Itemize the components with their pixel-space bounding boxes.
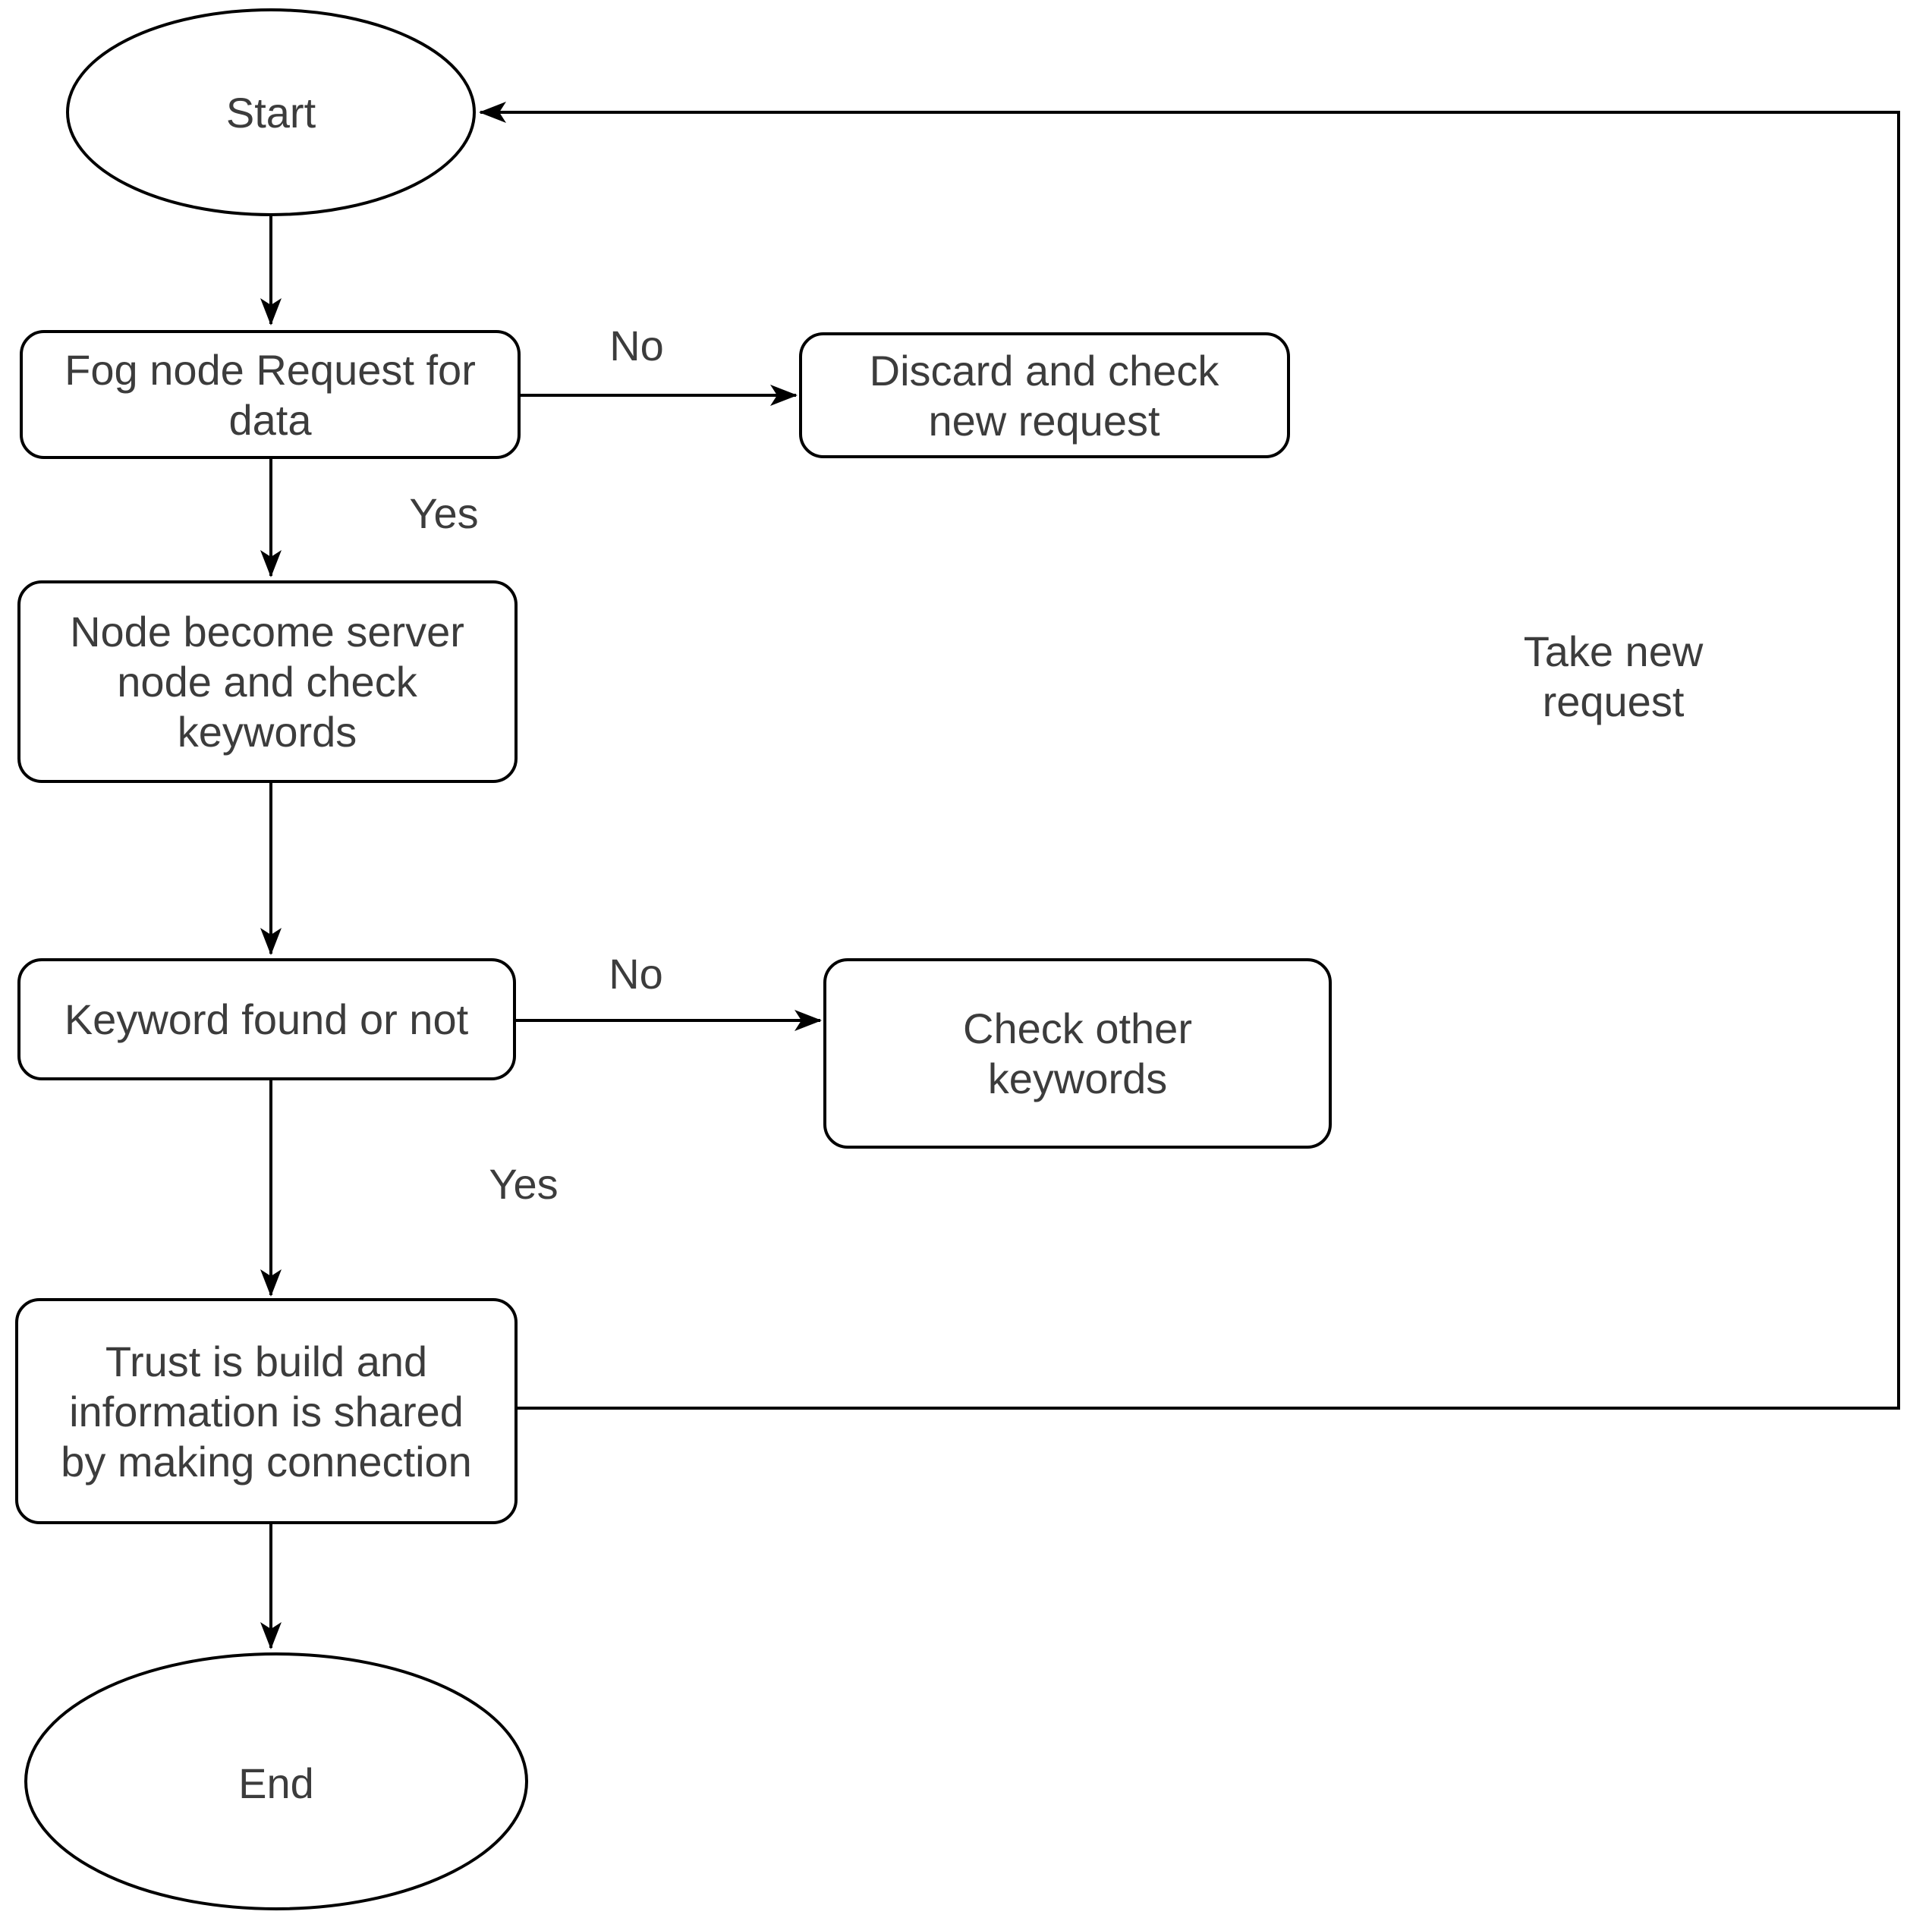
- edge-take-new-request-loop: [479, 102, 1900, 1410]
- edge-label-yes-server: Yes: [409, 489, 478, 537]
- svg-text:Node become server: Node become server: [70, 608, 464, 656]
- discard-check-box: [799, 332, 1290, 458]
- node-discard-check: Discard and check new request: [799, 332, 1290, 458]
- check-other-keywords-box: [823, 958, 1332, 1149]
- svg-text:Keyword found or not: Keyword found or not: [65, 995, 469, 1043]
- svg-text:node and check: node and check: [117, 658, 417, 706]
- keyword-found-box: [17, 958, 516, 1080]
- svg-text:new request: new request: [928, 397, 1160, 445]
- edge-label-no-discard: No: [609, 322, 664, 369]
- edge-label-yes-trust: Yes: [489, 1160, 558, 1208]
- trust-build-box: [15, 1298, 518, 1524]
- svg-text:data: data: [229, 396, 313, 444]
- node-fog-node-request: Fog node Request for data: [20, 330, 521, 459]
- end-label: End: [238, 1759, 314, 1807]
- node-become-server: Node become server node and check keywor…: [17, 580, 518, 783]
- edge-labels: No Yes No Yes Take new request: [409, 322, 1704, 1208]
- become-server-box: [17, 580, 518, 783]
- start-label: Start: [226, 89, 316, 137]
- svg-text:Discard and check: Discard and check: [870, 347, 1220, 395]
- edge-label-no-other-keywords: No: [609, 950, 663, 998]
- svg-text:by making connection: by making connection: [61, 1438, 472, 1486]
- svg-text:Trust is build and: Trust is build and: [105, 1338, 427, 1385]
- svg-text:Check other: Check other: [963, 1005, 1192, 1052]
- node-trust-build: Trust is build and information is shared…: [15, 1298, 518, 1524]
- fog-node-request-box: [20, 330, 521, 459]
- node-end: End: [24, 1652, 528, 1910]
- node-check-other-keywords: Check other keywords: [823, 958, 1332, 1149]
- edge-label-take-new-request: Take new request: [1524, 627, 1704, 725]
- nodes: Start Fog node Request for data Discard …: [15, 8, 1332, 1910]
- svg-text:request: request: [1543, 678, 1685, 725]
- start-ellipse: [66, 8, 476, 216]
- svg-text:information is shared: information is shared: [69, 1388, 464, 1435]
- svg-text:keywords: keywords: [178, 708, 357, 756]
- node-start: Start: [66, 8, 476, 216]
- node-keyword-found: Keyword found or not: [17, 958, 516, 1080]
- end-ellipse: [24, 1652, 528, 1910]
- svg-text:Fog node Request for: Fog node Request for: [65, 346, 476, 394]
- svg-text:keywords: keywords: [988, 1055, 1168, 1102]
- svg-text:Take new: Take new: [1524, 627, 1704, 675]
- edges: [260, 102, 1900, 1649]
